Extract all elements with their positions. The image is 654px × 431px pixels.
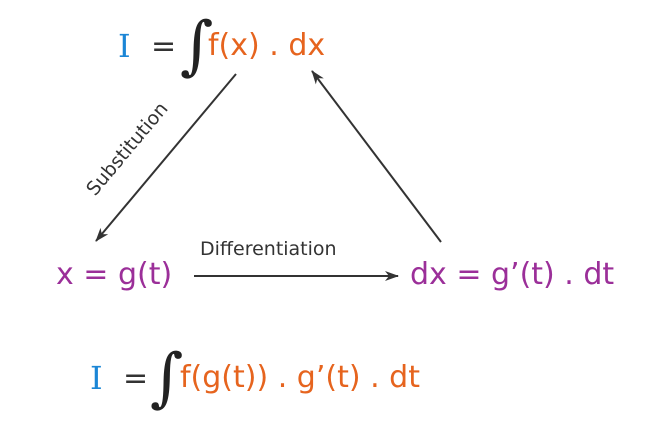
right-node: dx = g’(t) . dt [410, 257, 615, 292]
substitution-arrow [95, 73, 237, 242]
top-integrand: f(x) . dx [208, 28, 326, 63]
return-arrow [311, 70, 442, 243]
equals-sign: = [151, 29, 177, 64]
integral-symbol-I: I [118, 27, 131, 65]
integral-sign: ∫ [180, 9, 214, 83]
differentiation-label: Differentiation [200, 238, 337, 260]
equals-sign: = [123, 361, 149, 396]
integral-symbol-I: I [90, 359, 103, 397]
left-node: x = g(t) [56, 257, 173, 292]
bottom-integrand: f(g(t)) . g’(t) . dt [180, 360, 420, 395]
integral-sign: ∫ [150, 341, 184, 415]
